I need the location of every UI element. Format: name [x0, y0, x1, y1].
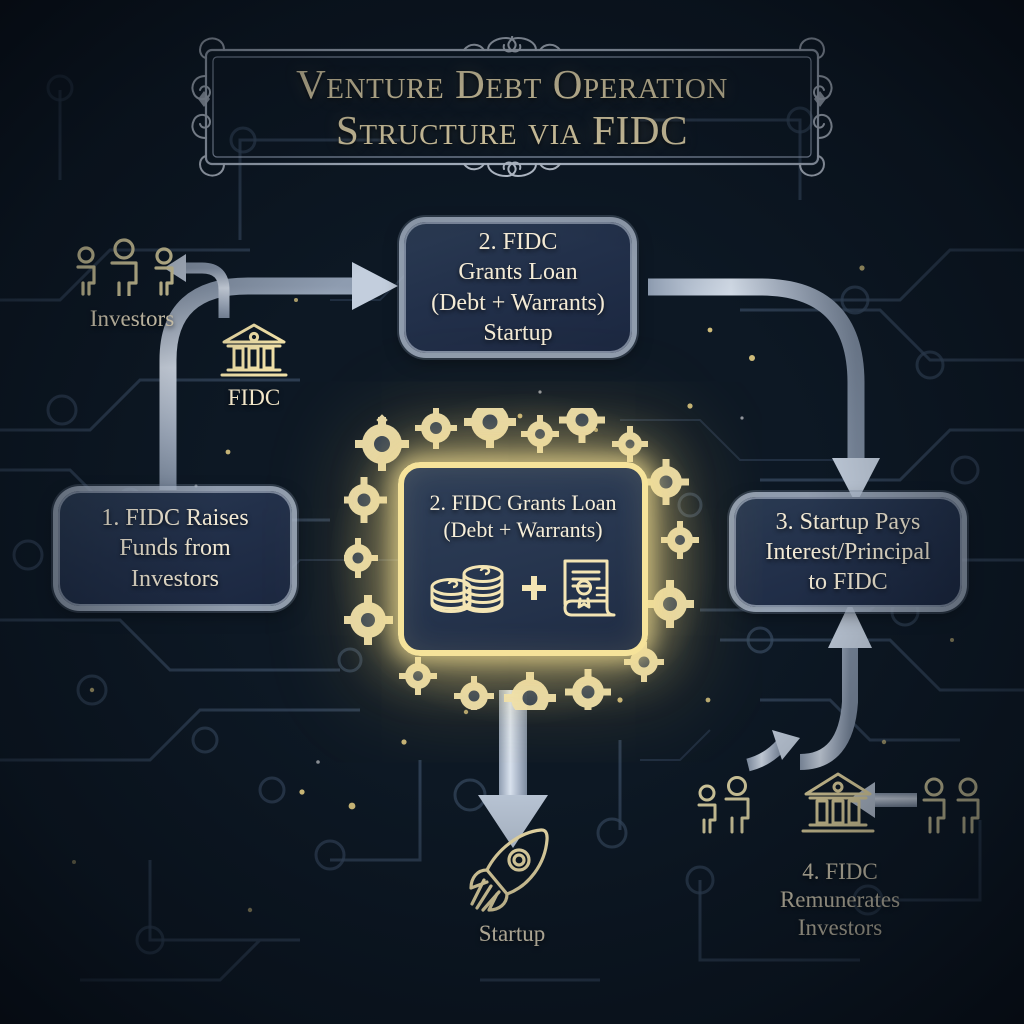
- step-box-3-label: 3. Startup Pays Interest/Principal to FI…: [765, 507, 930, 598]
- step-2-line-3: (Debt + Warrants): [431, 289, 605, 316]
- step-box-1[interactable]: 1. FIDC Raises Funds from Investors: [58, 491, 292, 606]
- center-highlight-card[interactable]: 2. FIDC Grants Loan (Debt + Warrants): [398, 462, 648, 656]
- step-box-2[interactable]: 2. FIDC Grants Loan (Debt + Warrants) St…: [404, 222, 632, 353]
- step-3-line-3: to FIDC: [808, 569, 888, 596]
- startup-cluster: Startup: [438, 822, 586, 948]
- people-group-icon: [76, 238, 174, 298]
- center-card-icons: [427, 556, 619, 620]
- people-pair-icon: [922, 777, 980, 834]
- step-2-line-1: 2. FIDC: [478, 229, 558, 256]
- center-line-1: 2. FIDC Grants Loan: [429, 490, 617, 515]
- step-1-line-1: 1. FIDC Raises: [101, 505, 249, 532]
- fidc-cluster: FIDC: [190, 320, 318, 412]
- bank-building-icon: [801, 772, 875, 833]
- title-plaque: Venture Debt Operation Structure via FID…: [188, 36, 836, 178]
- step-2-line-2: Grants Loan: [458, 259, 578, 286]
- step-4-line-3: Investors: [797, 915, 883, 941]
- step-3-line-2: Interest/Principal: [765, 538, 931, 565]
- remuneration-cluster: 4. FIDC Remunerates Investors: [690, 762, 990, 942]
- step-1-line-3: Investors: [131, 565, 219, 592]
- investors-cluster: Investors: [64, 238, 200, 333]
- rocket-icon: [469, 828, 549, 912]
- startup-label: Startup: [478, 921, 546, 946]
- page-title: Venture Debt Operation Structure via FID…: [188, 61, 836, 154]
- step-1-line-2: Funds from: [119, 535, 231, 562]
- step-4-line-1: 4. FIDC: [802, 859, 878, 884]
- plus-icon: [522, 575, 546, 600]
- bank-building-icon: [220, 323, 288, 377]
- remuneration-icon-row: [690, 762, 990, 838]
- step-2-line-4: Startup: [483, 319, 553, 346]
- title-line-2: Structure via FIDC: [335, 106, 689, 153]
- people-pair-icon: [697, 776, 750, 834]
- step-box-3[interactable]: 3. Startup Pays Interest/Principal to FI…: [734, 497, 962, 607]
- investors-label: Investors: [89, 306, 175, 331]
- step-4-label: 4. FIDC Remunerates Investors: [690, 858, 990, 942]
- title-line-1: Venture Debt Operation: [296, 61, 728, 107]
- coin-stack-icon: [430, 564, 504, 613]
- step-4-line-2: Remunerates: [779, 887, 901, 913]
- certificate-icon: [563, 559, 616, 617]
- step-box-1-label: 1. FIDC Raises Funds from Investors: [101, 503, 248, 594]
- step-3-line-1: 3. Startup Pays: [775, 508, 921, 535]
- step-box-2-label: 2. FIDC Grants Loan (Debt + Warrants) St…: [431, 227, 605, 348]
- center-line-2: (Debt + Warrants): [443, 516, 603, 542]
- fidc-label: FIDC: [227, 385, 281, 410]
- center-card-title: 2. FIDC Grants Loan (Debt + Warrants): [430, 490, 617, 544]
